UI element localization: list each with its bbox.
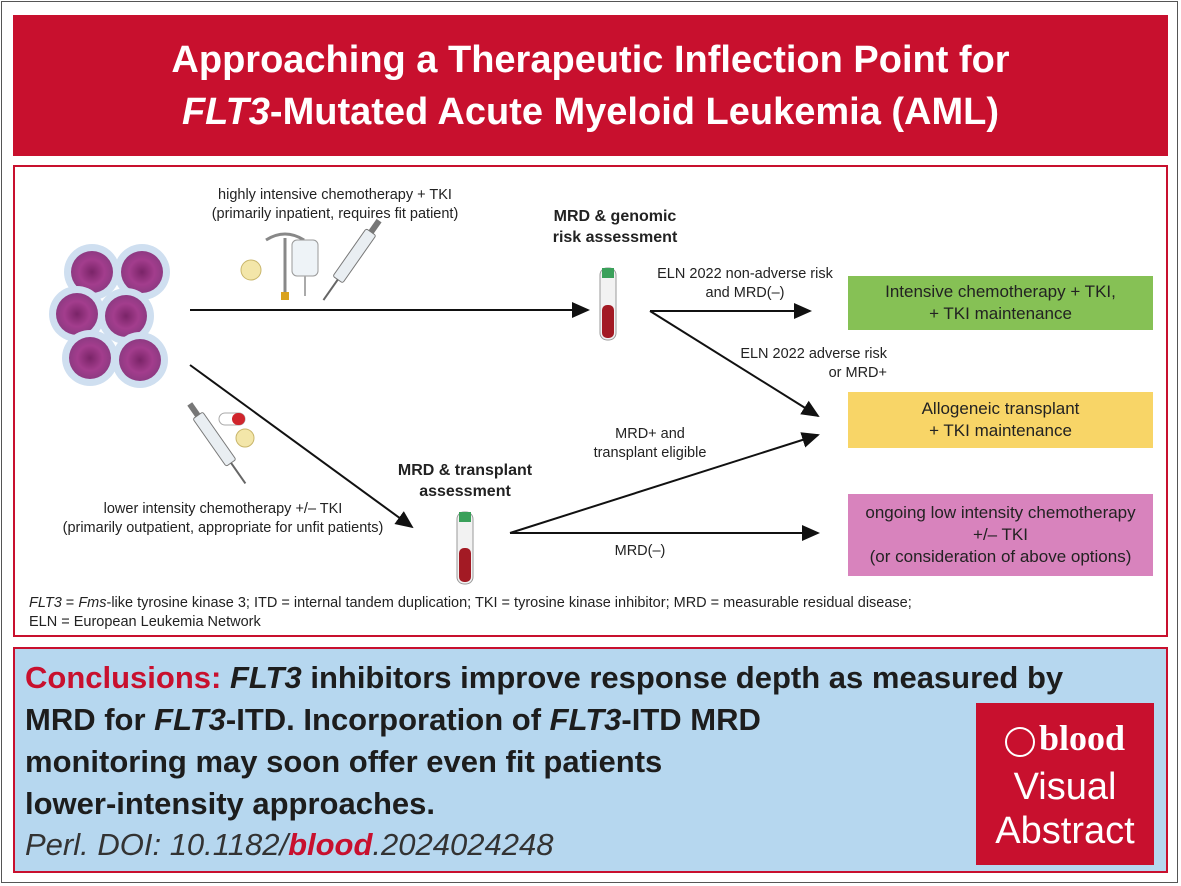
blood-visual-abstract-badge: blood Visual Abstract	[976, 703, 1154, 865]
citation-prefix: Perl. DOI: 10.1182/	[25, 827, 289, 862]
society-seal-icon	[1004, 726, 1035, 757]
conclusions-text: Conclusions: FLT3 inhibitors improve res…	[25, 657, 1155, 825]
assess-bottom-line2: assessment	[419, 483, 511, 500]
branch-adverse-line2: or MRD+	[828, 365, 887, 381]
bottom-path-label: lower intensity chemotherapy +/– TKI (pr…	[48, 500, 398, 538]
footnote-rest1: -like tyrosine kinase 3; ITD = internal …	[106, 595, 912, 611]
outcome-intensive-line2: + TKI maintenance	[929, 304, 1072, 323]
diagram-panel	[13, 165, 1168, 637]
flow-arrows	[189, 302, 820, 541]
conclusions-heading: Conclusions:	[25, 660, 222, 695]
branch-adverse-line1: ELN 2022 adverse risk	[740, 346, 887, 362]
title-line-2: FLT3-Mutated Acute Myeloid Leukemia (AML…	[182, 86, 999, 138]
footnote-fms: Fms	[78, 595, 107, 611]
footnote-eq: =	[61, 595, 79, 611]
citation: Perl. DOI: 10.1182/blood.2024024248	[25, 827, 553, 863]
branch-mrdplus-line2: transplant eligible	[593, 445, 707, 461]
top-path-line1: highly intensive chemotherapy + TKI	[218, 187, 452, 203]
blood-logo: blood	[976, 717, 1154, 759]
conclusions-flt3-c: FLT3	[549, 702, 622, 737]
footnote-rest2: ELN = European Leukemia Network	[29, 614, 261, 630]
conclusions-line4: lower-intensity approaches.	[25, 786, 435, 821]
title-line-1: Approaching a Therapeutic Inflection Poi…	[171, 38, 1010, 81]
conclusions-line2c: -ITD MRD	[621, 702, 761, 737]
capsule-icon	[218, 412, 246, 426]
arrow-adverse	[649, 310, 820, 418]
citation-suffix: .2024024248	[372, 827, 554, 862]
title-rest: -Mutated Acute Myeloid Leukemia (AML)	[269, 90, 1000, 133]
conclusions-line1: inhibitors improve response depth as mea…	[301, 660, 1064, 695]
conclusions-line2b: -ITD. Incorporation of	[225, 702, 550, 737]
syringe-icon-bottom	[187, 402, 247, 484]
assess-top-line1: MRD & genomic	[553, 208, 677, 225]
title-banner: Approaching a Therapeutic Inflection Poi…	[13, 15, 1168, 156]
branch-nonadverse-label: ELN 2022 non-adverse risk and MRD(–)	[650, 265, 840, 303]
syringe-icon	[322, 218, 382, 301]
branch-mrdplus-line1: MRD+ and	[615, 426, 685, 442]
top-path-label: highly intensive chemotherapy + TKI (pri…	[190, 186, 480, 224]
top-path-line2: (primarily inpatient, requires fit patie…	[211, 206, 459, 222]
outcome-intensive-line1: Intensive chemotherapy + TKI,	[885, 282, 1116, 301]
conclusions-flt3-a: FLT3	[229, 660, 302, 695]
assess-top-line2: risk assessment	[552, 229, 678, 246]
leukemia-cells-icon	[49, 244, 170, 388]
branch-nonadverse-line1: ELN 2022 non-adverse risk	[657, 266, 833, 282]
outcome-lowintensity-line2: +/– TKI	[973, 525, 1028, 544]
outcome-transplant-line1: Allogeneic transplant	[921, 399, 1080, 418]
arrow-mrdplus	[509, 432, 820, 534]
assess-bottom-label: MRD & transplant assessment	[380, 460, 550, 502]
outcome-intensive-box: Intensive chemotherapy + TKI, + TKI main…	[848, 276, 1153, 330]
outcome-transplant-box: Allogeneic transplant + TKI maintenance	[848, 392, 1153, 448]
arrow-bottom-path	[189, 364, 414, 529]
iv-bag-icon	[265, 232, 319, 300]
branch-adverse-label: ELN 2022 adverse risk or MRD+	[717, 345, 887, 383]
pill-icon-bottom	[235, 428, 255, 448]
blood-tube-icon-top	[599, 267, 617, 341]
badge-line1: Visual	[1013, 766, 1117, 808]
conclusions-flt3-b: FLT3	[154, 702, 226, 737]
outcome-transplant-line2: + TKI maintenance	[929, 421, 1072, 440]
pill-icon	[240, 259, 262, 281]
assess-top-label: MRD & genomic risk assessment	[530, 206, 700, 248]
conclusions-line3: monitoring may soon offer even fit patie…	[25, 744, 663, 779]
blood-logo-text: blood	[1038, 718, 1126, 758]
conclusions-panel: Conclusions: FLT3 inhibitors improve res…	[13, 647, 1168, 873]
branch-mrdplus-label: MRD+ and transplant eligible	[575, 425, 725, 463]
footnote: FLT3 = Fms-like tyrosine kinase 3; ITD =…	[29, 594, 1149, 632]
conclusions-line2a: MRD for	[25, 702, 155, 737]
title-flt3: FLT3	[181, 90, 270, 133]
bottom-path-line1: lower intensity chemotherapy +/– TKI	[103, 501, 343, 517]
outcome-lowintensity-line1: ongoing low intensity chemotherapy	[865, 503, 1136, 522]
outcome-lowintensity-line3: (or consideration of above options)	[869, 547, 1132, 566]
blood-tube-icon-bottom	[456, 511, 474, 585]
branch-mrdneg-label: MRD(–)	[614, 543, 666, 559]
branch-nonadverse-line2: and MRD(–)	[705, 285, 785, 301]
outcome-lowintensity-box: ongoing low intensity chemotherapy +/– T…	[848, 494, 1153, 576]
citation-journal: blood	[288, 827, 373, 862]
bottom-path-line2: (primarily outpatient, appropriate for u…	[62, 520, 384, 536]
assess-bottom-line1: MRD & transplant	[397, 462, 533, 479]
badge-line2: Abstract	[995, 810, 1135, 852]
footnote-flt3: FLT3	[29, 595, 62, 611]
